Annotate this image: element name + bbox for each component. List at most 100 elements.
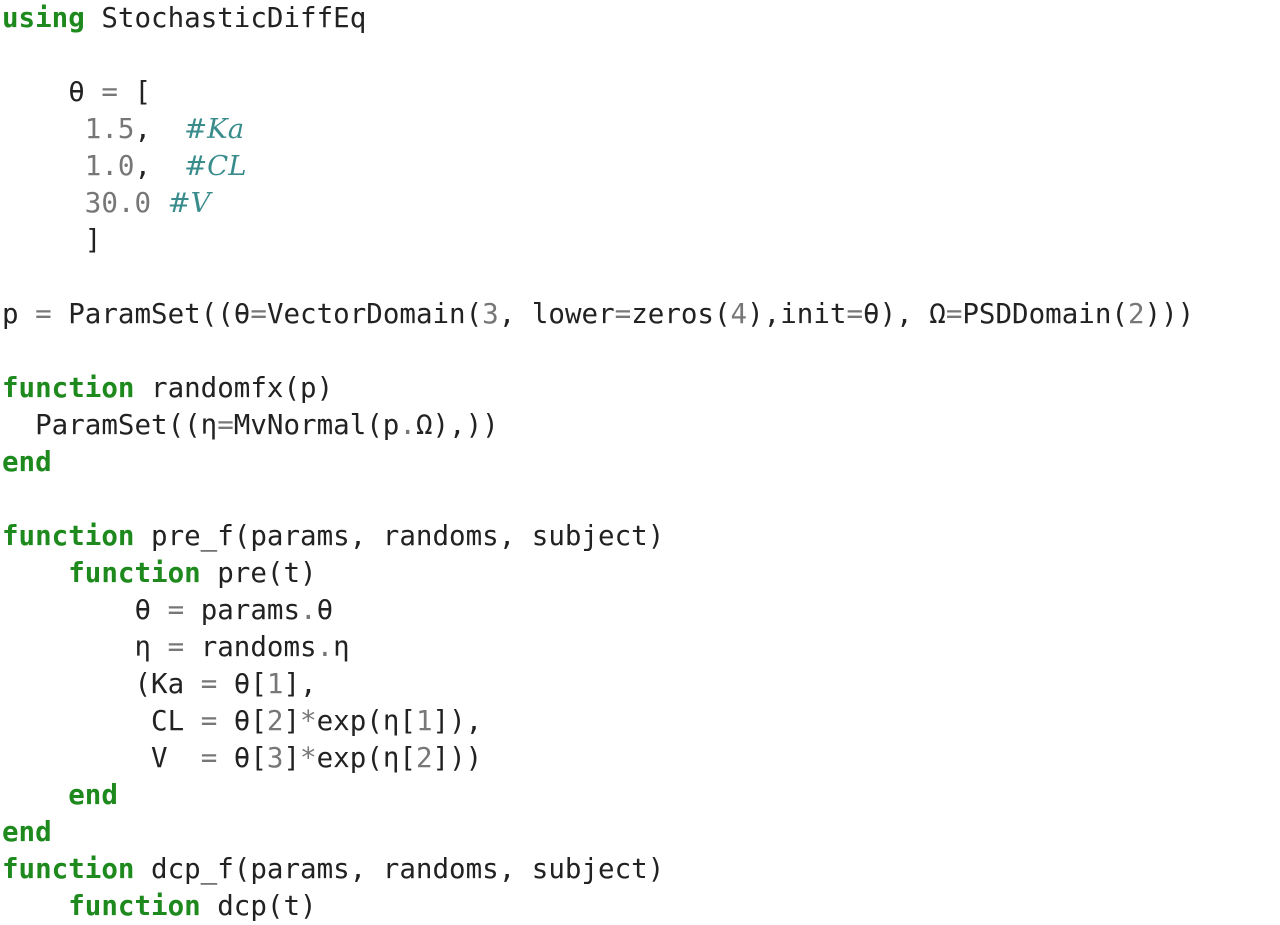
operator-token: = xyxy=(250,298,267,330)
code-line: ParamSet((η=MvNormal(p.Ω),)) xyxy=(2,407,1194,444)
operator-token: = xyxy=(846,298,864,330)
number-token: 3 xyxy=(266,742,284,774)
code-text-token: [ xyxy=(117,76,152,108)
operator-token: * xyxy=(300,742,317,774)
operator-token: = xyxy=(35,298,52,330)
code-line xyxy=(2,37,1194,74)
code-text-token: randomfx(p) xyxy=(134,372,334,404)
code-line: end xyxy=(2,777,1194,814)
keyword-token: end xyxy=(2,816,52,848)
code-text-token: θ[ xyxy=(217,742,267,774)
operator-token: . xyxy=(399,409,416,441)
code-text-token: (Ka xyxy=(2,668,201,700)
code-text-token: exp(η[ xyxy=(316,742,416,774)
operator-token: = xyxy=(945,298,963,330)
number-token: 30.0 xyxy=(84,187,152,219)
operator-token: * xyxy=(300,705,317,737)
code-text-token: θ[ xyxy=(217,705,267,737)
code-text-token: , lower xyxy=(498,298,615,330)
operator-token: = xyxy=(200,668,218,700)
keyword-token: function xyxy=(2,520,135,552)
keyword-token: function xyxy=(2,853,135,885)
code-text-token: ),init xyxy=(747,298,847,330)
code-text-token: pre_f(params, randoms, subject) xyxy=(134,520,665,552)
code-text-token: ] xyxy=(283,705,301,737)
number-token: 2 xyxy=(1127,298,1145,330)
operator-token: = xyxy=(200,705,218,737)
code-text-token: pre(t) xyxy=(200,557,317,589)
keyword-token: using xyxy=(2,2,85,34)
keyword-token: end xyxy=(68,779,118,811)
code-line: θ = params.θ xyxy=(2,592,1194,629)
code-text-token xyxy=(2,187,85,219)
code-text-token: ParamSet((θ xyxy=(51,298,251,330)
keyword-token: function xyxy=(68,557,201,589)
code-text-token: , xyxy=(134,150,185,182)
code-block: using StochasticDiffEq θ = [ 1.5, #Ka 1.… xyxy=(2,0,1194,925)
code-text-token: ], xyxy=(283,668,317,700)
operator-token: . xyxy=(300,594,317,626)
number-token: 3 xyxy=(482,298,499,330)
code-line: function pre_f(params, randoms, subject) xyxy=(2,518,1194,555)
code-line xyxy=(2,259,1194,296)
number-token: 2 xyxy=(266,705,284,737)
code-line: function dcp(t) xyxy=(2,888,1194,925)
code-text-token: params xyxy=(184,594,301,626)
code-text-token: θ xyxy=(2,594,168,626)
code-line: 1.5, #Ka xyxy=(2,111,1194,148)
code-line: using StochasticDiffEq xyxy=(2,0,1194,37)
code-text-token: Ω),)) xyxy=(415,409,499,441)
operator-token: = xyxy=(614,298,632,330)
code-line: end xyxy=(2,444,1194,481)
code-text-token: ParamSet((η xyxy=(2,409,218,441)
comment-token: #Ka xyxy=(184,113,245,145)
code-text-token: zeros( xyxy=(631,298,731,330)
code-text-token: η xyxy=(333,631,350,663)
operator-token: . xyxy=(316,631,334,663)
code-line: CL = θ[2]*exp(η[1]), xyxy=(2,703,1194,740)
operator-token: = xyxy=(167,594,185,626)
code-text-token xyxy=(2,779,68,811)
code-text-token: exp(η[ xyxy=(316,705,416,737)
code-line: V = θ[3]*exp(η[2])) xyxy=(2,740,1194,777)
code-text-token: VectorDomain( xyxy=(266,298,483,330)
code-text-token: PSDDomain( xyxy=(962,298,1128,330)
code-text-token xyxy=(2,557,68,589)
code-text-token: η xyxy=(2,631,168,663)
code-text-token: dcp_f(params, randoms, subject) xyxy=(134,853,665,885)
code-text-token: ])) xyxy=(432,742,483,774)
code-line: function dcp_f(params, randoms, subject) xyxy=(2,851,1194,888)
code-text-token: ]), xyxy=(432,705,483,737)
comment-token: #V xyxy=(167,187,211,219)
code-line: function pre(t) xyxy=(2,555,1194,592)
code-text-token xyxy=(2,890,68,922)
number-token: 1 xyxy=(415,705,433,737)
number-token: 1.5 xyxy=(84,113,135,145)
keyword-token: function xyxy=(2,372,135,404)
number-token: 2 xyxy=(415,742,433,774)
code-line: 30.0 #V xyxy=(2,185,1194,222)
operator-token: = xyxy=(200,742,218,774)
code-text-token: dcp(t) xyxy=(200,890,317,922)
code-line xyxy=(2,333,1194,370)
operator-token: = xyxy=(101,76,118,108)
code-line: p = ParamSet((θ=VectorDomain(3, lower=ze… xyxy=(2,296,1194,333)
code-text-token: p xyxy=(2,298,36,330)
code-text-token: ))) xyxy=(1144,298,1195,330)
code-text-token: CL xyxy=(2,705,201,737)
code-line: function randomfx(p) xyxy=(2,370,1194,407)
code-text-token: randoms xyxy=(184,631,317,663)
number-token: 4 xyxy=(730,298,748,330)
code-line xyxy=(2,481,1194,518)
code-text-token: V xyxy=(2,742,201,774)
keyword-token: end xyxy=(2,446,52,478)
code-line: θ = [ xyxy=(2,74,1194,111)
operator-token: = xyxy=(217,409,234,441)
code-text-token: , xyxy=(134,113,185,145)
code-text-token xyxy=(151,187,168,219)
number-token: 1.0 xyxy=(84,150,135,182)
code-text-token: θ xyxy=(316,594,334,626)
code-text-token: ] xyxy=(283,742,301,774)
code-line: η = randoms.η xyxy=(2,629,1194,666)
code-line: ] xyxy=(2,222,1194,259)
